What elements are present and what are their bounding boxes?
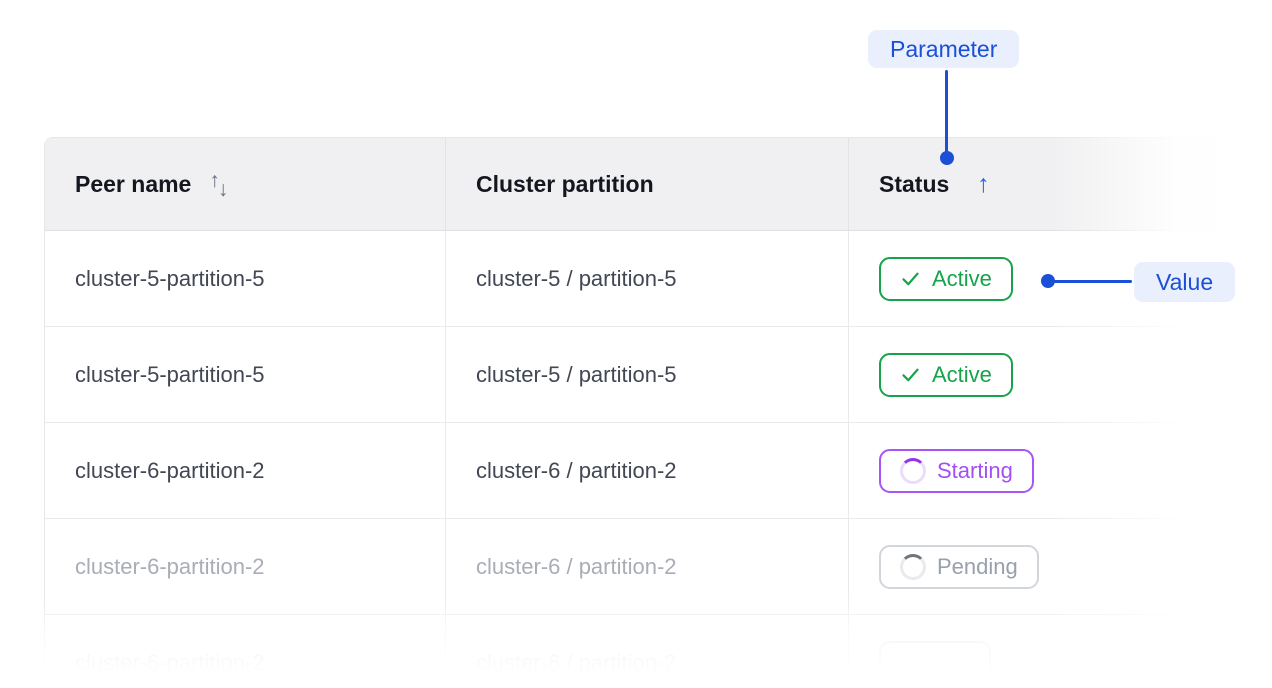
status-badge-label: Active — [932, 265, 992, 291]
value-annotation-chip: Value — [1134, 262, 1236, 302]
peer-name-cell: cluster-5-partition-5 — [45, 231, 446, 326]
status-badge-ghost — [879, 640, 991, 685]
check-icon — [900, 364, 921, 385]
status-cell: Pending — [849, 519, 1272, 614]
table-row: cluster-5-partition-5 cluster-5 / partit… — [45, 231, 1272, 327]
check-icon — [900, 268, 921, 289]
sort-both-icon[interactable]: ↑↓ — [209, 168, 229, 201]
parameter-connector-line — [945, 70, 948, 154]
peers-table: Peer name ↑↓ Cluster partition Status ↑ … — [44, 137, 1272, 688]
peer-name-cell: cluster-6-partition-2 — [45, 615, 446, 688]
table-header-row: Peer name ↑↓ Cluster partition Status ↑ — [45, 138, 1272, 231]
parameter-connector-dot — [940, 151, 954, 165]
column-header-status-label: Status — [879, 170, 950, 197]
sort-ascending-icon[interactable]: ↑ — [977, 169, 990, 198]
status-badge-pending: Pending — [879, 544, 1039, 589]
column-header-cluster-partition[interactable]: Cluster partition — [446, 138, 849, 230]
status-cell: Active — [849, 327, 1272, 422]
status-badge-active: Active — [879, 352, 1013, 397]
cluster-partition-cell: cluster-5 / partition-5 — [446, 327, 849, 422]
status-cell: Starting — [849, 423, 1272, 518]
spinner-icon — [900, 553, 926, 580]
status-badge-label: Pending — [937, 553, 1018, 579]
status-badge-starting: Starting — [879, 448, 1034, 493]
value-connector-line — [1048, 280, 1132, 283]
spinner-icon — [900, 457, 926, 484]
cluster-partition-cell: cluster-6 / partition-2 — [446, 519, 849, 614]
table-row: cluster-6-partition-2 cluster-6 / partit… — [45, 423, 1272, 519]
column-header-peer-name[interactable]: Peer name ↑↓ — [45, 138, 446, 230]
status-badge-label: Starting — [937, 457, 1013, 483]
column-header-peer-name-label: Peer name — [75, 170, 192, 197]
peer-name-cell: cluster-6-partition-2 — [45, 519, 446, 614]
table-row: cluster-6-partition-2 cluster-6 / partit… — [45, 615, 1272, 688]
table-row: cluster-6-partition-2 cluster-6 / partit… — [45, 519, 1272, 615]
status-cell: Active — [849, 231, 1272, 326]
cluster-partition-cell: cluster-5 / partition-5 — [446, 231, 849, 326]
table-row: cluster-5-partition-5 cluster-5 / partit… — [45, 327, 1272, 423]
status-badge-label: Active — [932, 361, 992, 387]
peer-name-cell: cluster-5-partition-5 — [45, 327, 446, 422]
cluster-partition-cell: cluster-6 / partition-2 — [446, 615, 849, 688]
status-cell — [849, 615, 1272, 688]
parameter-annotation-label: Parameter — [890, 35, 998, 62]
status-badge-active: Active — [879, 256, 1013, 301]
column-header-status[interactable]: Status ↑ — [849, 138, 1272, 230]
peer-name-cell: cluster-6-partition-2 — [45, 423, 446, 518]
value-annotation-label: Value — [1156, 268, 1214, 295]
parameter-annotation-chip: Parameter — [868, 30, 1020, 68]
cluster-partition-cell: cluster-6 / partition-2 — [446, 423, 849, 518]
column-header-cluster-partition-label: Cluster partition — [476, 170, 654, 197]
